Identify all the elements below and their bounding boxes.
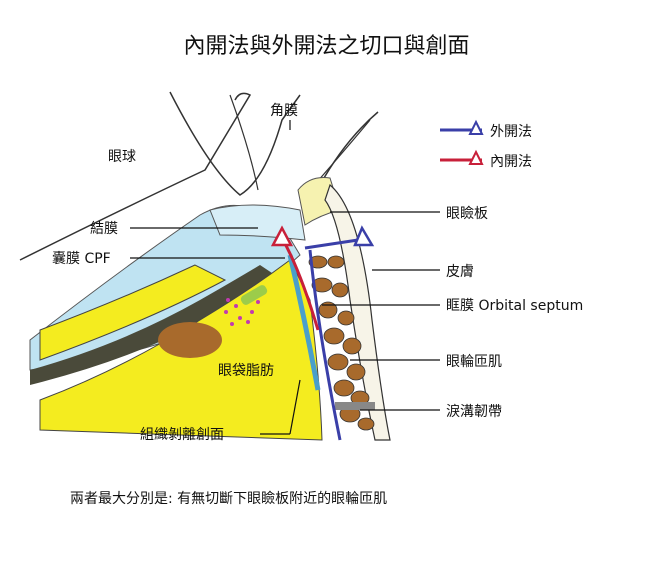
orbital-septum — [287, 254, 321, 391]
fat-pocket — [158, 322, 222, 358]
inner-approach-marker — [270, 225, 294, 247]
orbicularis-muscle — [308, 255, 375, 431]
cornea-inner-outline — [229, 94, 259, 191]
label-dissection: 組織剝離創面 — [140, 427, 224, 443]
footer-note: 兩者最大分別是: 有無切斷下眼瞼板附近的眼輪匝肌 — [70, 491, 388, 507]
label-conjunctiva: 結膜 — [90, 221, 118, 237]
capsule-band — [30, 265, 275, 385]
label-fat: 眼袋脂肪 — [218, 363, 274, 379]
green-band — [240, 285, 268, 305]
leader-dissection-up — [289, 379, 301, 435]
fat-region-top — [39, 264, 227, 361]
conjunctiva-strip — [209, 204, 306, 241]
outer-approach-line — [308, 249, 342, 441]
legend-outer-label: 外開法 — [490, 124, 532, 140]
label-cornea: 角膜 — [270, 103, 298, 119]
eyelash — [319, 111, 379, 186]
legend-outer-swatch — [440, 119, 484, 135]
outer-approach-marker — [353, 225, 375, 247]
legend-inner-swatch — [440, 149, 484, 165]
label-orbicularis: 眼輪匝肌 — [446, 354, 502, 370]
label-eyeball: 眼球 — [108, 149, 136, 165]
inner-approach-line — [281, 239, 320, 331]
label-tear-trough: 淚溝韌帶 — [446, 404, 502, 420]
label-capsule: 囊膜 CPF — [52, 251, 111, 267]
label-septum: 眶膜 Orbital septum — [446, 298, 584, 314]
diagram-title: 內開法與外開法之切口與創面 — [183, 34, 470, 59]
outer-approach-top — [304, 238, 359, 250]
label-skin: 皮膚 — [446, 264, 474, 280]
tear-trough-ligament — [335, 402, 375, 410]
eyeball-outline — [19, 92, 252, 261]
label-tarsus: 眼瞼板 — [446, 206, 488, 222]
skin-layer — [324, 183, 391, 441]
legend-inner-label: 內開法 — [490, 154, 532, 170]
cornea-outline — [169, 91, 301, 196]
